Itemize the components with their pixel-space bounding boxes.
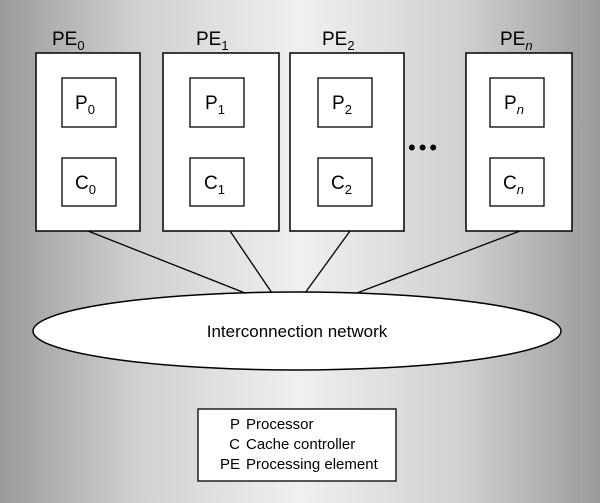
pe-0: PE0 P0 C0 xyxy=(35,29,141,232)
connector-pen xyxy=(356,230,521,294)
legend-box xyxy=(197,408,397,482)
pe-n-label: PEn xyxy=(500,29,533,53)
pe-1-label: PE1 xyxy=(196,29,229,53)
cache-0-label: C0 xyxy=(75,173,96,197)
legend-meaning-cache: Cache controller xyxy=(246,436,355,453)
legend-meaning-pe: Processing element xyxy=(246,456,379,473)
connector-pe1 xyxy=(229,230,273,294)
pe-1: PE1 P1 C1 xyxy=(162,29,280,232)
legend-meaning-processor: Processor xyxy=(246,416,314,433)
interconnection-network: Interconnection network xyxy=(32,291,562,371)
processor-2-box xyxy=(317,77,373,128)
network-ellipse xyxy=(32,291,562,371)
cache-n-box xyxy=(489,157,545,207)
cache-0-box xyxy=(61,157,117,207)
processor-n-label: Pn xyxy=(504,93,524,117)
processor-1-label: P1 xyxy=(205,93,225,117)
legend-abbr-pe: PE xyxy=(220,456,240,473)
connector-pe2 xyxy=(304,230,351,294)
cache-2-box xyxy=(317,157,373,207)
pe-n: PEn Pn Cn xyxy=(465,29,573,232)
ellipsis-dots: ••• xyxy=(408,135,440,160)
cache-n-label: Cn xyxy=(503,173,524,197)
processor-0-label: P0 xyxy=(75,93,95,117)
pe-2: PE2 P2 C2 xyxy=(289,29,405,232)
processor-2-label: P2 xyxy=(332,93,352,117)
processor-1-box xyxy=(189,77,245,128)
legend-abbr-processor: P xyxy=(230,416,240,433)
pe-0-label: PE0 xyxy=(52,29,85,53)
processor-n-box xyxy=(489,77,545,128)
connector-pe0 xyxy=(87,230,246,294)
cache-2-label: C2 xyxy=(331,173,352,197)
processor-0-box xyxy=(61,77,117,128)
cache-1-label: C1 xyxy=(204,173,225,197)
legend-abbr-cache: C xyxy=(229,436,240,453)
network-label: Interconnection network xyxy=(207,322,388,341)
cache-1-box xyxy=(189,157,245,207)
legend: P Processor C Cache controller PE Proces… xyxy=(197,408,397,482)
pe-2-label: PE2 xyxy=(322,29,355,53)
connector-lines xyxy=(87,230,521,294)
